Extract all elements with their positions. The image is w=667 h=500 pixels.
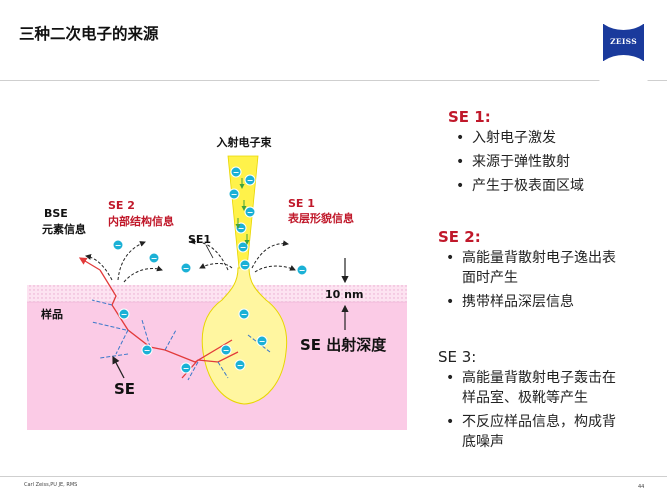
electron-sign: −	[121, 310, 128, 319]
header-divider	[0, 80, 667, 81]
beam-electron	[228, 188, 240, 200]
se2-heading: SE 2:	[438, 228, 481, 246]
logo-text: ZEISS	[610, 37, 637, 46]
sample-electron	[238, 308, 250, 320]
bse-label: BSE	[44, 207, 68, 220]
list-item: 携带样品深层信息	[438, 292, 618, 312]
se1-desc: 表层形貌信息	[287, 211, 354, 225]
sample-electrons	[118, 308, 268, 374]
zeiss-logo: ZEISS	[597, 0, 650, 91]
list-item: 不反应样品信息，构成背底噪声	[438, 412, 618, 452]
electron-sign: −	[237, 361, 244, 370]
beam-electron	[244, 174, 256, 186]
se1-label: SE 1	[288, 197, 315, 210]
electron-signs: − − − − − − − − − − − − − − − − − −	[115, 168, 306, 373]
se2-label: SE 2	[108, 199, 135, 212]
beam-electron	[244, 206, 256, 218]
se3-section: SE 3: 高能量背散射电子轰击在样品室、极靴等产生 不反应样品信息，构成背底噪…	[438, 348, 618, 456]
se-pointer-arrow	[112, 355, 125, 379]
page-number: 44	[638, 484, 645, 490]
sample-electron	[220, 344, 232, 356]
sample-electron	[180, 362, 192, 374]
sample-electron	[234, 359, 246, 371]
sample-electron	[141, 344, 153, 356]
secondary-electron-diagram: − − − − − − − − − − − − − − − − − − 入射电子…	[27, 135, 407, 430]
beam-electron	[239, 259, 251, 271]
electron-sign: −	[299, 266, 306, 275]
logo-arc-top	[597, 0, 650, 30]
se1-small-label: SE1	[188, 233, 211, 246]
se-label: SE	[114, 380, 135, 398]
emitted-electron	[148, 252, 160, 264]
electron-sign: −	[242, 261, 249, 270]
incident-beam-label: 入射电子束	[217, 135, 273, 149]
electron-sign: −	[259, 337, 266, 346]
footer-divider	[0, 476, 667, 477]
emitted-electron	[180, 262, 192, 274]
electron-sign: −	[144, 346, 151, 355]
beam-direction-arrows	[235, 178, 250, 245]
se2-desc: 内部结构信息	[108, 214, 174, 228]
logo-arc-bottom	[597, 55, 650, 91]
sample-electron	[118, 308, 130, 320]
electron-sign: −	[247, 208, 254, 217]
electron-sign: −	[240, 243, 247, 252]
se2-list: 高能量背散射电子逸出表面时产生 携带样品深层信息	[438, 248, 618, 312]
beam-electrons	[228, 166, 256, 271]
list-item: 高能量背散射电子逸出表面时产生	[438, 248, 618, 288]
depth-label: 10 nm	[325, 288, 363, 301]
footer-text: Carl Zeiss,PU JE, RMS	[24, 482, 78, 488]
se2-section: SE 2: 高能量背散射电子逸出表面时产生 携带样品深层信息	[438, 228, 618, 316]
emitted-electron	[112, 239, 124, 251]
escape-depth-label: SE 出射深度	[300, 336, 387, 354]
beam-electron	[230, 166, 242, 178]
se3-heading: SE 3:	[438, 348, 477, 366]
se1-pointer	[205, 244, 214, 259]
electron-sign: −	[241, 310, 248, 319]
se3-list: 高能量背散射电子轰击在样品室、极靴等产生 不反应样品信息，构成背底噪声	[438, 368, 618, 452]
electron-sign: −	[247, 176, 254, 185]
sample-surface-layer	[27, 285, 407, 302]
sample-label: 样品	[41, 307, 63, 321]
bse-desc: 元素信息	[42, 222, 86, 236]
electron-sign: −	[115, 241, 122, 250]
emitted-electrons	[112, 239, 308, 276]
list-item: 高能量背散射电子轰击在样品室、极靴等产生	[438, 368, 618, 408]
se-emission-paths	[85, 238, 296, 283]
sample-electron	[256, 335, 268, 347]
electron-sign: −	[151, 254, 158, 263]
se1-heading: SE 1:	[448, 108, 491, 126]
se1-section: SE 1: 入射电子激发 来源于弹性散射 产生于极表面区域	[448, 108, 584, 200]
list-item: 入射电子激发	[448, 128, 584, 148]
slide-title: 三种二次电子的来源	[19, 25, 159, 43]
electron-sign: −	[231, 190, 238, 199]
se1-list: 入射电子激发 来源于弹性散射 产生于极表面区域	[448, 128, 584, 196]
electron-sign: −	[238, 224, 245, 233]
list-item: 来源于弹性散射	[448, 152, 584, 172]
electron-sign: −	[233, 168, 240, 177]
list-item: 产生于极表面区域	[448, 176, 584, 196]
electron-sign: −	[223, 346, 230, 355]
emitted-electron	[296, 264, 308, 276]
electron-sign: −	[183, 364, 190, 373]
electron-sign: −	[183, 264, 190, 273]
